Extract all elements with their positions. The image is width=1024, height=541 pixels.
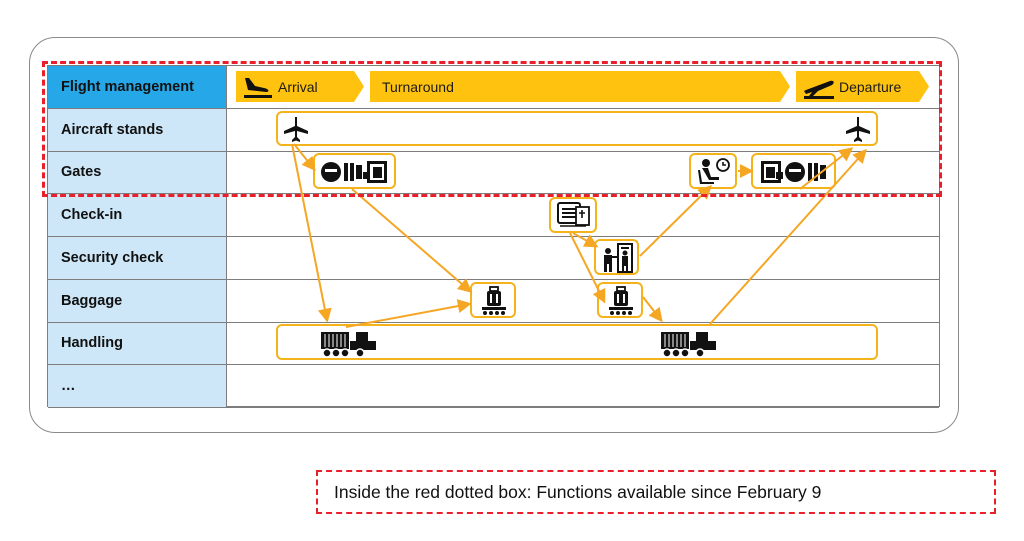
row-security-check: Security check (48, 237, 939, 280)
baggage-icon (482, 286, 506, 315)
cargo-truck-icon (661, 332, 716, 358)
arrow-stand-to-handling (291, 143, 332, 323)
row-gates: Gates (48, 151, 939, 195)
arrow-security-to-lounge (639, 185, 712, 257)
row-aircraft-stands: Aircraft stands (48, 108, 939, 152)
arrow-handling-to-baggage (345, 299, 472, 328)
waiting-lounge-icon (698, 158, 730, 184)
row-flight-management: Flight management (48, 66, 939, 109)
arrow-gate-to-stand (799, 147, 854, 190)
gate-arrival-box (313, 153, 396, 189)
row-check-in: Check-in (48, 194, 939, 237)
timeline-departure: Departure (796, 71, 929, 102)
row-label: … (48, 365, 227, 407)
row-label: Handling (48, 322, 227, 365)
note-box: Inside the red dotted box: Functions ava… (316, 470, 996, 514)
security-gate-icon (604, 243, 633, 273)
row-label: Flight management (48, 66, 227, 108)
row-label: Security check (48, 237, 227, 279)
boarding-bridge-icon (321, 161, 387, 183)
baggage-box-arrival (470, 282, 516, 318)
process-table: Flight management Aircraft stands Gates … (47, 65, 940, 408)
handling-box (276, 324, 878, 360)
row-label: Check-in (48, 194, 227, 236)
row-handling: Handling (48, 322, 939, 366)
gate-lounge-box (689, 153, 737, 189)
aircraft-icon (284, 117, 308, 142)
baggage-icon (609, 286, 633, 315)
security-check-box (594, 239, 639, 275)
aircraft-stand-box (276, 111, 878, 146)
arrow-baggage-to-handling (642, 296, 663, 323)
timeline-departure-label: Departure (839, 78, 902, 95)
arrow-checkin-to-security (572, 232, 599, 248)
check-in-box (549, 197, 597, 233)
checkin-document-icon (557, 202, 590, 227)
arrival-plane-icon (242, 75, 274, 99)
row-more: … (48, 365, 939, 408)
aircraft-icon (846, 117, 870, 142)
timeline-arrival: Arrival (236, 71, 364, 102)
note-text: Inside the red dotted box: Functions ava… (334, 481, 822, 502)
cargo-truck-icon (321, 332, 376, 358)
timeline-arrival-label: Arrival (278, 78, 318, 95)
timeline-turnaround-label: Turnaround (382, 78, 454, 95)
row-label: Gates (48, 151, 227, 194)
departure-plane-icon (802, 75, 836, 99)
timeline-turnaround: Turnaround (370, 71, 790, 102)
row-baggage: Baggage (48, 279, 939, 323)
row-label: Baggage (48, 279, 227, 322)
arrow-stand-to-gate (293, 143, 316, 172)
arrow-gate-to-baggage (351, 188, 473, 293)
available-functions-highlight (42, 61, 942, 197)
arrow-checkin-to-baggage (569, 232, 606, 304)
row-label: Aircraft stands (48, 108, 227, 151)
arrow-handling-to-stand (709, 148, 867, 325)
